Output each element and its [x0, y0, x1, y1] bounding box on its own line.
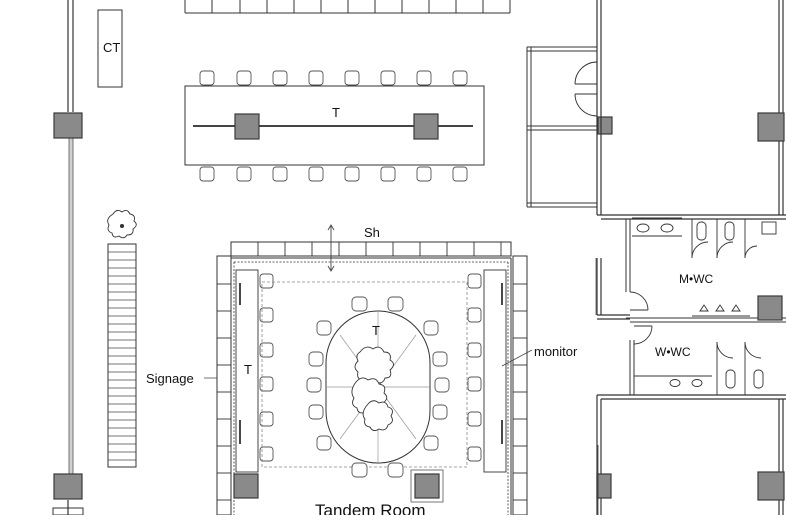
column-table-right — [413, 113, 439, 140]
right-wall-seating — [512, 255, 528, 515]
womens-door-icon[interactable] — [633, 325, 653, 345]
ct-label: CT — [103, 40, 120, 55]
womens-sinks — [634, 375, 712, 387]
side-table-left — [235, 269, 259, 473]
chairs-side-left — [259, 273, 274, 462]
double-door-icon[interactable] — [574, 61, 598, 117]
vestibule — [526, 46, 597, 208]
left-perimeter-wall — [67, 0, 74, 515]
monitor-label: monitor — [534, 344, 578, 359]
side-table-label: T — [244, 362, 252, 377]
restroom-block — [625, 219, 786, 395]
chairs-side-right — [467, 273, 482, 462]
oval-table-label: T — [372, 323, 380, 338]
column-room-center-frame — [410, 469, 444, 503]
clearance-arrow — [327, 224, 335, 272]
womens-stalls — [716, 341, 764, 395]
side-table-right — [483, 269, 507, 473]
right-structure-walls — [596, 0, 786, 515]
column-left-lower — [53, 473, 83, 500]
top-chair-row — [184, 0, 511, 14]
restroom-column — [757, 295, 783, 321]
mens-door-icon[interactable] — [629, 291, 649, 311]
mens-stalls — [691, 219, 777, 259]
room-name: Tandem Room — [315, 501, 426, 515]
womens-wc-label: W•WC — [655, 345, 691, 359]
column-right-bottom — [757, 471, 785, 501]
column-left-partition-bottom — [596, 473, 612, 499]
shelf-row-top — [230, 241, 512, 257]
column-left-upper — [53, 112, 83, 139]
shelf-label: Sh — [364, 225, 380, 240]
column-room-left — [233, 473, 259, 499]
mens-sinks — [632, 217, 682, 237]
shelf-row-top-dividers — [257, 242, 502, 256]
signage-bench — [107, 243, 137, 468]
chairs-long-table-top — [199, 70, 468, 86]
urinals — [692, 304, 750, 317]
ct-cabinet — [97, 9, 123, 88]
monitor-leader — [501, 349, 533, 367]
door-stop-column — [597, 116, 613, 135]
left-wall-seating-dividers — [217, 283, 231, 501]
column-right-top — [757, 112, 785, 142]
oval-table-chairs — [306, 296, 450, 478]
chairs-long-table-bottom — [199, 166, 468, 182]
signage-label: Signage — [146, 371, 194, 386]
right-wall-seating-dividers — [513, 283, 527, 501]
column-table-left — [234, 113, 260, 140]
plant-icon — [107, 209, 137, 239]
long-table-label: T — [332, 105, 340, 120]
mens-wc-label: M•WC — [679, 272, 714, 286]
left-wall-seating — [216, 255, 232, 515]
centerpiece-plant-icon — [351, 346, 394, 432]
column-room-center — [414, 473, 440, 499]
floor-stub-left — [52, 507, 84, 515]
